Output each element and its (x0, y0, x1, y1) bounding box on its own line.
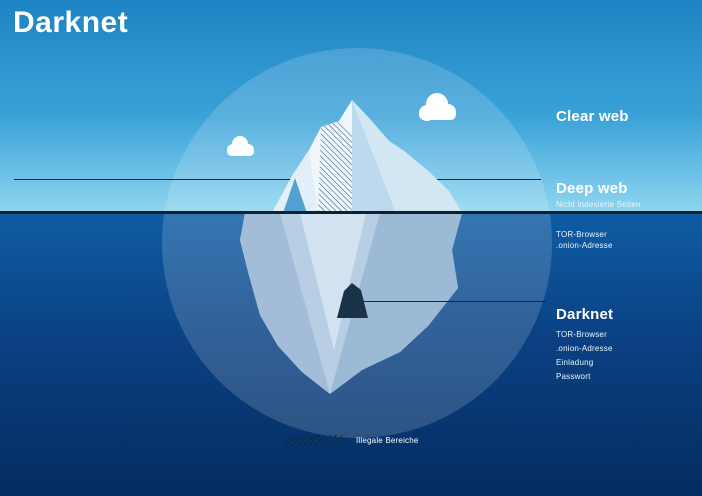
iceberg-above-water (272, 100, 462, 213)
hatched-area (318, 121, 352, 213)
deep-web-item: .onion-Adresse (556, 241, 613, 250)
darknet-label: Darknet TOR-Browser .onion-Adresse Einla… (556, 306, 613, 385)
legend: Illegale Bereiche (285, 435, 419, 446)
cloud-icon-small (227, 136, 254, 156)
deepweb-divider-line (14, 179, 541, 180)
deep-web-item: TOR-Browser (556, 230, 607, 239)
clear-web-label: Clear web (556, 108, 629, 125)
deep-web-title: Deep web (556, 180, 628, 197)
waterline (0, 211, 702, 214)
cave-icon (337, 283, 368, 318)
darknet-connector-line (364, 301, 546, 302)
page-title: Darknet (13, 6, 129, 39)
deep-web-items: TOR-Browser .onion-Adresse (556, 229, 613, 251)
darknet-item: Einladung (556, 358, 594, 367)
clear-web-title: Clear web (556, 108, 629, 125)
legend-hatch-swatch (285, 435, 345, 446)
iceberg-below-water (240, 213, 462, 394)
darknet-item: .onion-Adresse (556, 344, 613, 353)
darknet-item: Passwort (556, 372, 591, 381)
deep-web-label: Deep web Nicht indexierte Seiten (556, 180, 641, 210)
cloud-icon (419, 93, 456, 121)
darknet-title: Darknet (556, 306, 614, 323)
darknet-items: TOR-Browser .onion-Adresse Einladung Pas… (556, 329, 613, 382)
legend-label: Illegale Bereiche (356, 436, 419, 445)
darknet-item: TOR-Browser (556, 330, 607, 339)
deep-web-subtitle: Nicht indexierte Seiten (556, 200, 641, 209)
